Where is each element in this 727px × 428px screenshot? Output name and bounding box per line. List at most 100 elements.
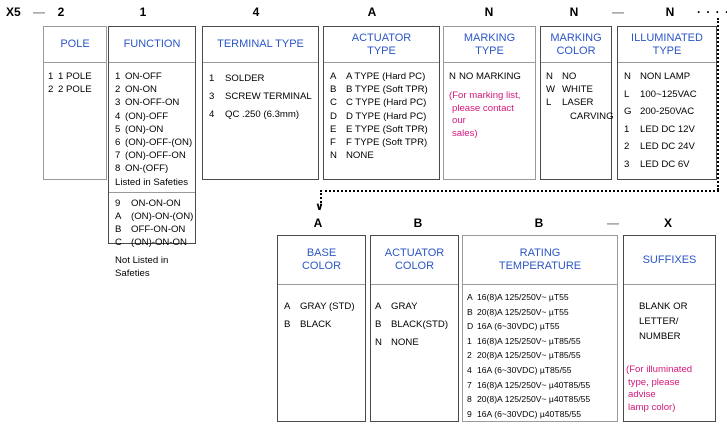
box-base-color-title-line1: BASE (306, 247, 337, 259)
option-label: NO MARKING (459, 71, 521, 82)
option-code: 4 (115, 110, 121, 122)
box-actuator-type-title-line1: ACTUATOR (351, 32, 412, 44)
function-listed-note: Listed in Safeties (115, 176, 189, 188)
option-label: 16A (6~30VDC) µT55 (477, 321, 560, 332)
option-row: 2 2 POLE (48, 83, 101, 96)
option-row: 1 1 POLE (48, 70, 101, 83)
option-code: 5 (115, 123, 121, 135)
option-label: 20(8)A 125/250V~ µT85/55 (477, 350, 581, 361)
part-code-function: 1 (139, 5, 147, 19)
option-label: C TYPE (Hard PC) (346, 97, 427, 109)
option-label: NONE (391, 337, 419, 348)
option-label: BLACK(STD) (391, 319, 449, 330)
option-code: L (546, 97, 552, 109)
suffixes-note-2: type, please advise (628, 376, 680, 401)
option-label: NON LAMP (640, 71, 691, 82)
option-label: 1 POLE (58, 71, 92, 82)
option-label: ON-ON (125, 84, 157, 96)
box-illuminated-type-title-line2: TYPE (652, 45, 682, 57)
option-code: 4 (209, 109, 215, 120)
option-code: 7 (115, 150, 121, 162)
option-label: 200-250VAC (640, 106, 695, 117)
box-actuator-type-title-line2: TYPE (367, 45, 396, 57)
option-label: (ON)-ON-ON (131, 237, 187, 249)
box-base-color-title-line2: COLOR (301, 260, 342, 272)
option-code: B (330, 84, 337, 96)
option-code: G (624, 106, 632, 117)
option-label: 16A (6~30VDC) µT85/55 (477, 364, 572, 375)
option-label: LASER (562, 97, 594, 109)
option-code: 6 (115, 137, 121, 149)
option-row: 5(ON)-ON (115, 123, 190, 136)
option-label: (ON)-ON-(ON) (131, 211, 194, 223)
option-code: 1 (48, 71, 54, 82)
box-pole-title: POLE (44, 27, 106, 63)
box-function-title: FUNCTION (109, 27, 195, 63)
option-label: (ON)-OFF (125, 110, 169, 122)
option-code: N (624, 71, 631, 82)
option-code: 2 (624, 141, 630, 152)
option-row: 4 16A (6~30VDC) µT85/55 (467, 363, 612, 378)
option-code: N (375, 337, 382, 348)
suffixes-note-3: lamp color) (628, 401, 676, 413)
connector-arrowhead-icon: ∨ (315, 201, 324, 213)
option-code: 2 (115, 84, 121, 96)
option-label: WHITE (562, 84, 593, 96)
option-label: LED DC 6V (640, 158, 690, 170)
option-code: A (375, 301, 382, 312)
option-label: B TYPE (Soft TPR) (346, 84, 428, 96)
option-code: B (467, 306, 473, 317)
option-code: B (115, 224, 122, 236)
option-row: 6(ON)-OFF-(ON) (115, 136, 192, 149)
marking-type-note-2: please contact our (452, 102, 514, 127)
suffixes-body-line-1: BLANK OR (639, 301, 688, 312)
option-row: 7(ON)-OFF-ON (115, 149, 190, 162)
box-actuator-type-title: ACTUATOR TYPE (324, 27, 439, 63)
box-base-color-title: BASE COLOR (278, 236, 365, 285)
option-label: SOLDER (225, 73, 265, 84)
option-label: 20(8)A 125/250V~ µT55 (477, 306, 569, 317)
box-actuator-color-title-line1: ACTUATOR (384, 247, 445, 259)
option-label: 20(8)A 125/250V~ µ40T85/55 (477, 394, 591, 405)
option-code: 4 (467, 364, 472, 375)
part-code-dash-1: — (33, 5, 45, 19)
box-marking-type-title-line1: MARKING (463, 32, 516, 44)
option-label: 100~125VAC (640, 88, 697, 100)
option-label: GRAY (STD) (300, 301, 355, 312)
box-rating-temperature-title: RATING TEMPERATURE (463, 236, 617, 285)
option-label: D TYPE (Hard PC) (346, 110, 427, 122)
option-code: C (115, 237, 122, 249)
option-label: ON-OFF (125, 71, 162, 82)
part-code-terminal-type: 4 (252, 5, 260, 19)
option-row: 4 (ON)-OFF (115, 110, 190, 123)
marking-type-note-3: sales) (452, 127, 478, 139)
option-code: 8 (115, 163, 121, 175)
option-code: 1 (115, 71, 121, 82)
option-code: 3 (624, 158, 630, 170)
box-marking-color-title-line1: MARKING (550, 32, 602, 44)
option-row: C (ON)-ON-ON (115, 236, 190, 249)
box-terminal-type-title: TERMINAL TYPE (203, 27, 318, 63)
option-label: 16A (6~30VDC) µ40T85/55 (477, 408, 582, 419)
part-code-suffixes: X (663, 216, 672, 230)
